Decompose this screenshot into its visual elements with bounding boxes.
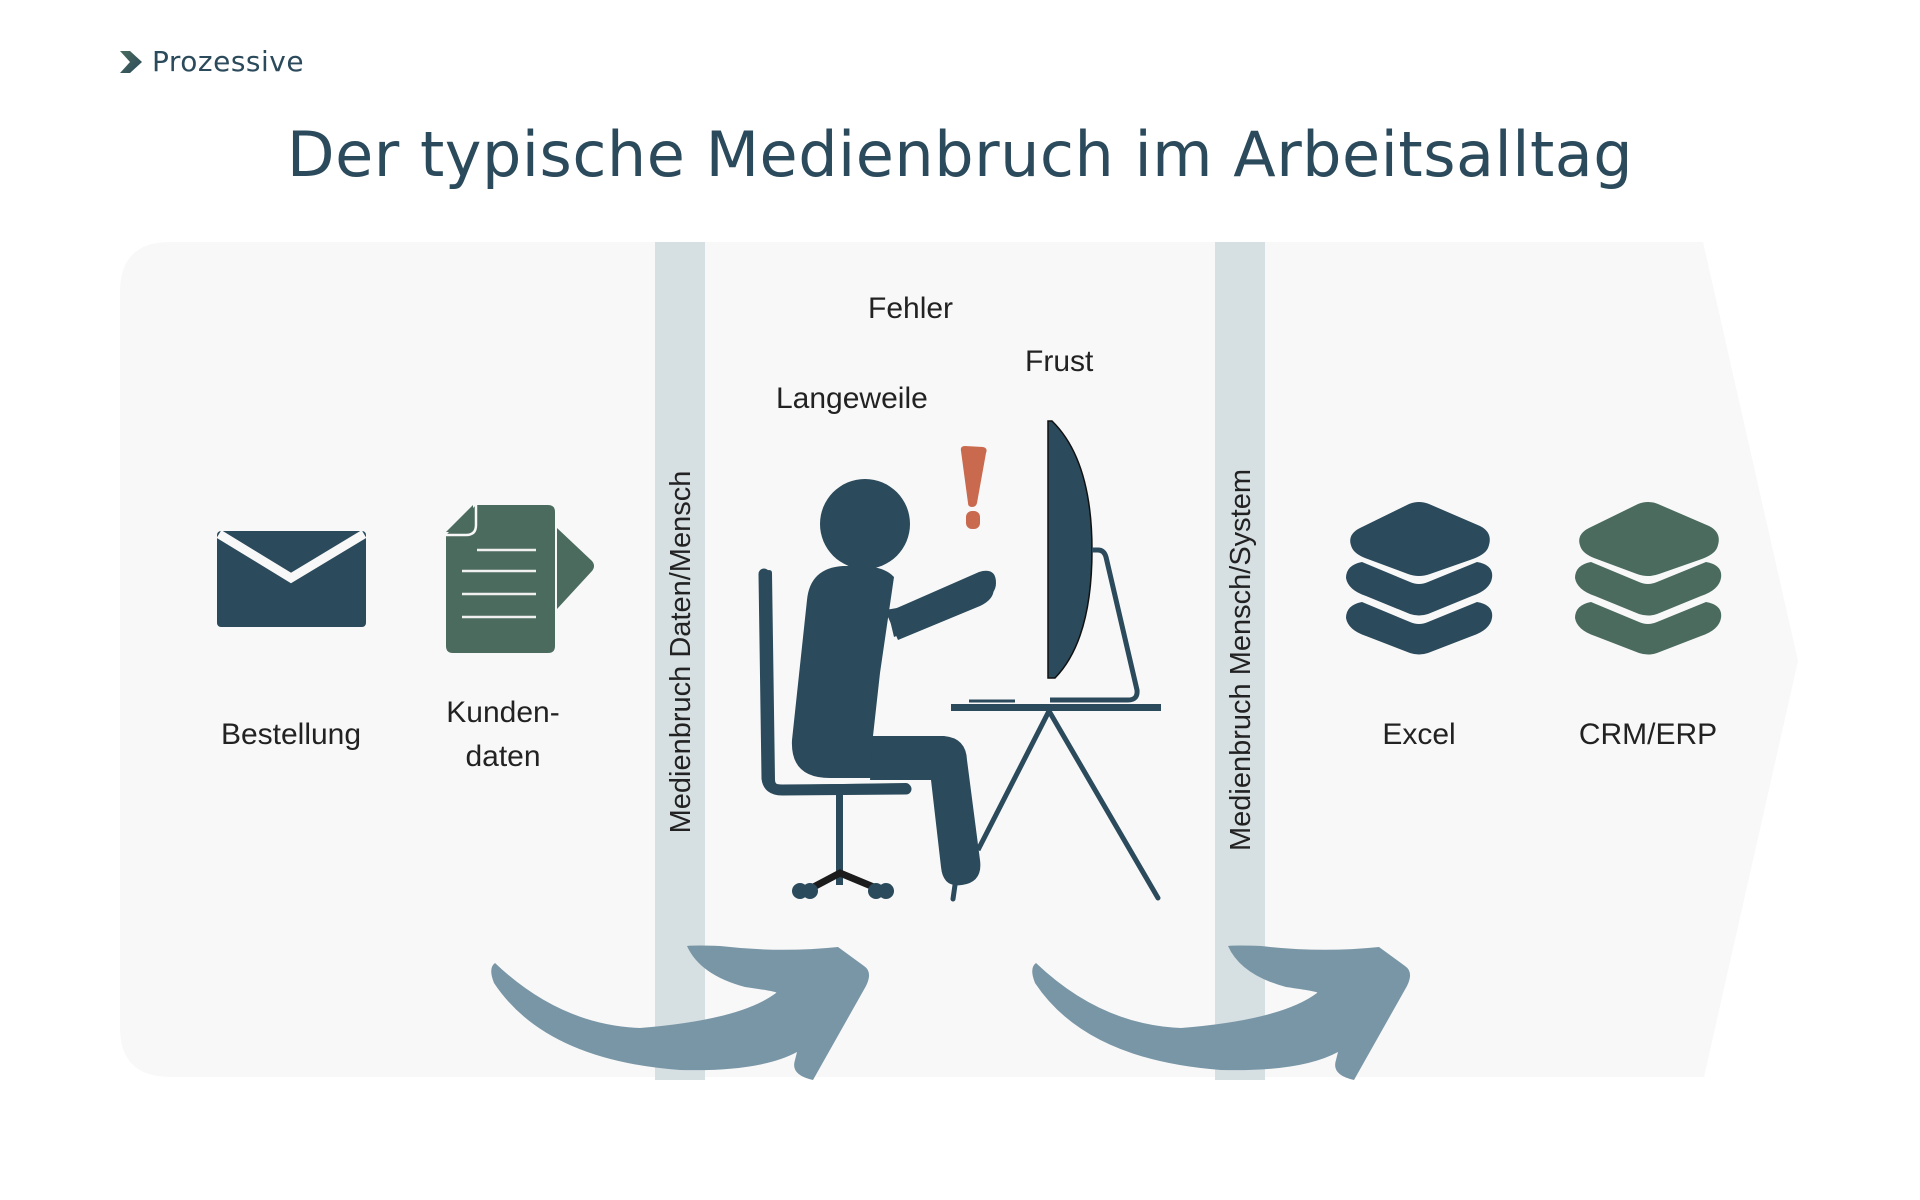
layers-stack-icon-crm (1575, 502, 1722, 655)
monitor-icon (1047, 420, 1140, 703)
feeling-label-langeweile: Langeweile (776, 382, 928, 415)
curved-arrow-icon (1032, 945, 1411, 1080)
feeling-label-fehler: Fehler (868, 292, 954, 325)
target-label-crm-erp: CRM/ERP (1578, 718, 1718, 751)
curved-arrow-icon (491, 945, 870, 1080)
person-at-computer-icon: IOS (758, 479, 996, 902)
page-title: Der typische Medienbruch im Arbeitsallta… (286, 118, 1634, 191)
document-send-icon (446, 505, 594, 653)
source-label-kundendaten-line2: daten (465, 740, 541, 773)
process-panel (120, 242, 1798, 1077)
exclamation-icon (960, 446, 987, 529)
source-label-kundendaten-line1: Kunden- (446, 696, 560, 729)
break-label-human-system: Medienbruch Mensch/System (1225, 469, 1257, 851)
source-label-bestellung: Bestellung (220, 718, 362, 751)
feeling-label-frust: Frust (1025, 345, 1094, 378)
break-label-data-human: Medienbruch Daten/Mensch (665, 470, 697, 834)
envelope-icon (216, 530, 367, 627)
layers-stack-icon-excel (1346, 502, 1493, 655)
desk-icon (951, 699, 1161, 901)
target-label-excel: Excel (1382, 718, 1456, 751)
chevron-right-icon (120, 51, 142, 73)
brand-logo: Prozessive (118, 44, 304, 80)
break-band-data-human (655, 242, 705, 1080)
break-band-human-system (1215, 242, 1265, 1080)
brand-name: Prozessive (152, 45, 305, 78)
